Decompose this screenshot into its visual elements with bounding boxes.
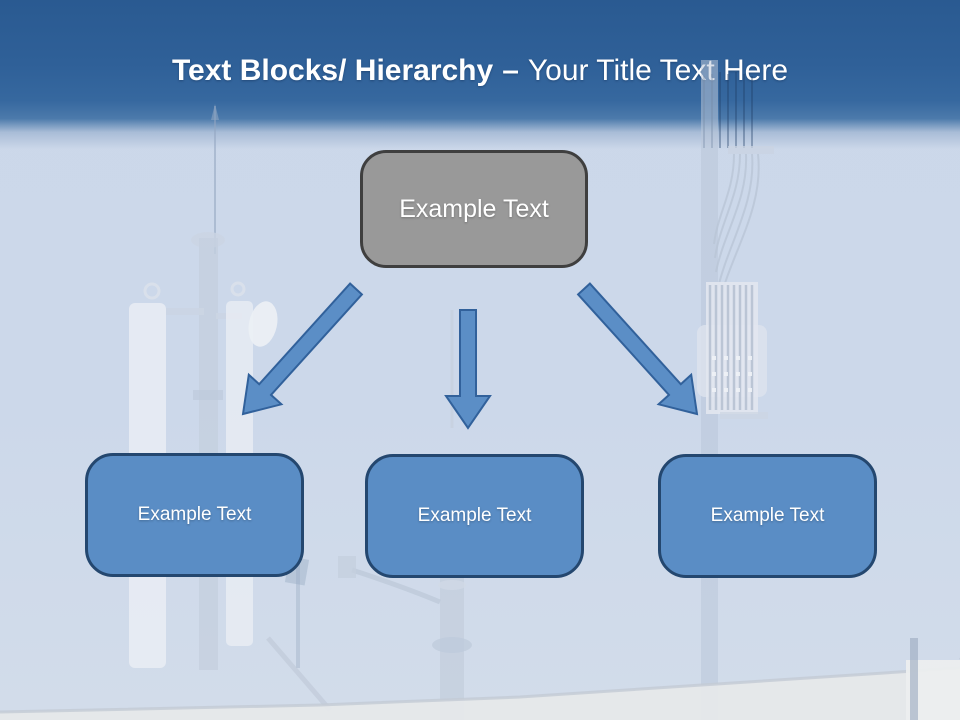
right-tower [697, 60, 774, 720]
title-band: Text Blocks/ Hierarchy–Your Title Text H… [0, 0, 960, 152]
title-bold-text: Text Blocks/ Hierarchy [171, 54, 494, 87]
child-text-block-2-label: Example Text [417, 505, 532, 526]
child-text-block-3: Example Text [658, 454, 877, 578]
child-text-block-1-label: Example Text [137, 504, 252, 525]
title-separator-dash: – [502, 54, 519, 87]
child-text-block-1: Example Text [85, 453, 304, 577]
left-antenna-cluster [129, 104, 332, 712]
right-diagonal-arrow [576, 282, 699, 416]
rooftop-wall [0, 638, 960, 720]
child-text-block-2: Example Text [365, 454, 584, 578]
slide-title: Text Blocks/ Hierarchy–Your Title Text H… [0, 52, 960, 90]
left-diagonal-arrow [241, 282, 364, 416]
center-down-arrow [444, 309, 492, 430]
title-regular-text: Your Title Text Here [527, 54, 789, 87]
child-text-block-3-label: Example Text [710, 505, 825, 526]
root-text-block: Example Text [360, 150, 588, 268]
root-text-block-label: Example Text [399, 194, 549, 223]
